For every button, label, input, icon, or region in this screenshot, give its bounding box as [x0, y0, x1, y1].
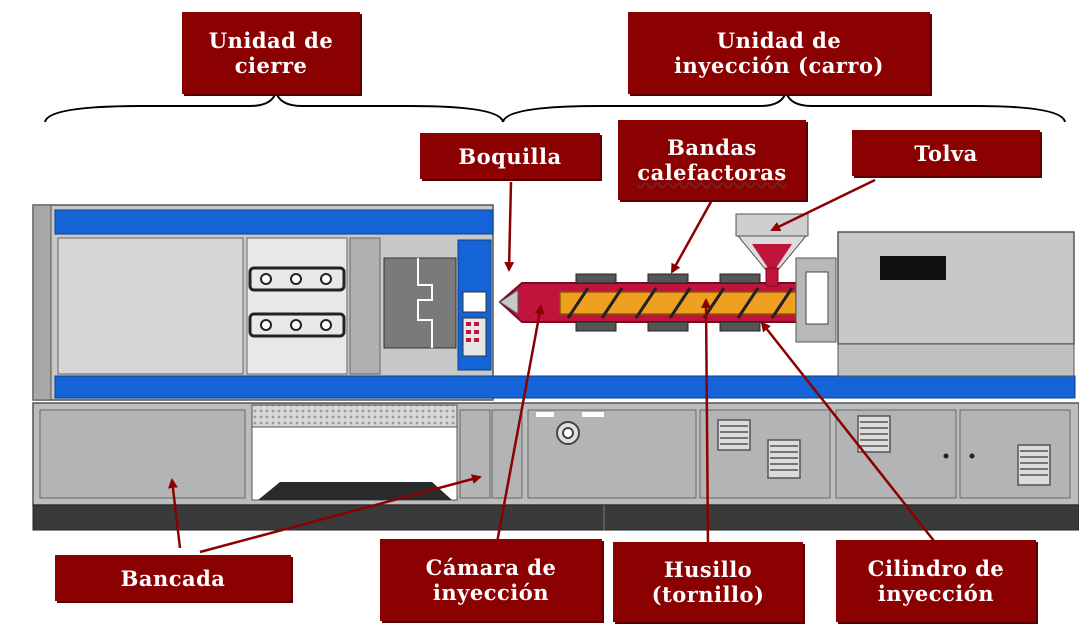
machine-bottom-blue — [54, 375, 1076, 399]
arrow-tolva — [770, 178, 876, 232]
label-cilindro-inyeccion: Cilindro de inyección — [836, 540, 1036, 622]
label-bancada: Bancada — [55, 555, 291, 601]
brace-unidad-inyeccion — [502, 88, 1066, 123]
label-unidad-inyeccion-line2: inyección (carro) — [674, 53, 884, 78]
label-bandas-line2: calefactoras — [637, 160, 787, 185]
toggle-mechanism — [246, 237, 348, 375]
label-husillo-line2: (tornillo) — [651, 582, 765, 607]
base-panel — [527, 409, 697, 499]
label-unidad-cierre-line2: cierre — [234, 53, 308, 78]
label-camara-line2: inyección — [432, 580, 550, 605]
label-bancada-text: Bancada — [120, 565, 226, 591]
label-husillo: Husillo (tornillo) — [613, 542, 803, 622]
leader-arrows — [167, 178, 939, 554]
label-camara-line1: Cámara de — [425, 555, 557, 580]
label-boquilla-text: Boquilla — [458, 143, 562, 169]
label-cilindro-line2: inyección — [877, 581, 995, 606]
label-husillo-line1: Husillo — [663, 557, 753, 582]
screw-flights — [566, 287, 794, 319]
label-camara-inyeccion: Cámara de inyección — [380, 539, 602, 621]
brace-unidad-cierre — [44, 88, 504, 123]
arrow-bandas — [670, 199, 714, 274]
arrow-bancada-2 — [199, 474, 482, 554]
arrow-husillo — [701, 298, 712, 549]
clamp-top-blue — [54, 209, 494, 235]
nozzle — [499, 289, 519, 315]
label-cilindro-line1: Cilindro de — [867, 556, 1005, 581]
arrow-camara — [494, 304, 545, 549]
label-boquilla: Boquilla — [420, 133, 600, 179]
drive-unit — [837, 231, 1075, 345]
label-tolva: Tolva — [852, 130, 1040, 176]
screw — [559, 291, 797, 315]
base-rail — [32, 504, 1079, 531]
label-unidad-inyeccion: Unidad de inyección (carro) — [628, 12, 930, 94]
vent-grilles — [717, 415, 1051, 486]
heater-bands — [575, 273, 761, 332]
label-unidad-inyeccion-line1: Unidad de — [716, 28, 842, 53]
arrow-cilindro — [760, 321, 939, 547]
arrow-bancada — [167, 478, 182, 549]
mold — [383, 257, 457, 349]
label-bandas-calefactoras: Bandas calefactoras — [618, 120, 806, 200]
label-bandas-line1: Bandas — [667, 135, 757, 160]
label-tolva-text: Tolva — [914, 140, 978, 166]
arrow-boquilla — [504, 181, 515, 272]
label-unidad-cierre: Unidad de cierre — [182, 12, 360, 94]
label-unidad-cierre-line1: Unidad de — [208, 28, 334, 53]
